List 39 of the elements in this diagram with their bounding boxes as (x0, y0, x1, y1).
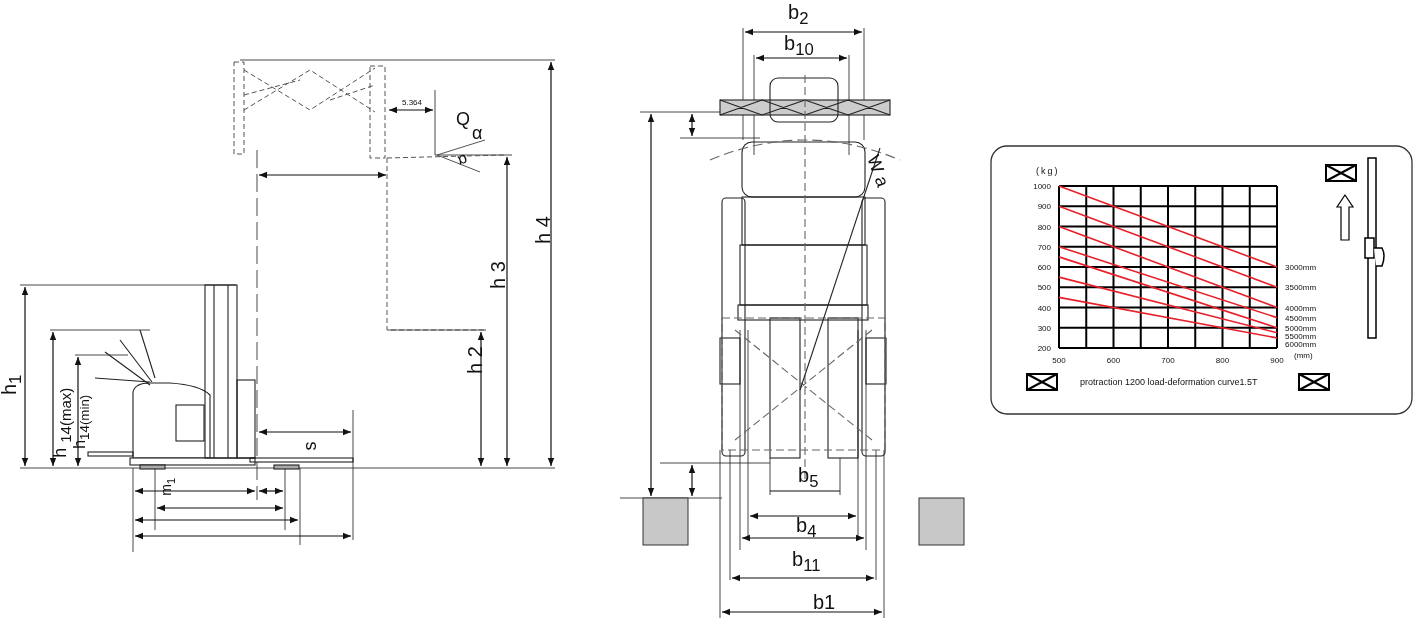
tick-label: 300 (1037, 323, 1051, 333)
dimension-label: b$_{4}$ (796, 515, 817, 541)
tick-label: 500 (1052, 356, 1066, 365)
series-label: 6000mm (1285, 339, 1317, 349)
tick-label: 400 (1037, 303, 1051, 313)
tick-label: 600 (1106, 356, 1121, 365)
dimension-label: b$_{11}$ (792, 549, 821, 575)
dimension-label: h 2 (464, 346, 485, 374)
series-label: 5500mm (1285, 331, 1317, 341)
series-label: 3500mm (1285, 283, 1317, 293)
dimension-label: h 3 (487, 261, 508, 289)
axis-label: (kg) (1036, 166, 1060, 176)
series-label: 4000mm (1285, 303, 1317, 313)
dimension-label: s (300, 441, 319, 451)
tick-label: 1000 (1033, 182, 1051, 191)
tick-label: 900 (1037, 202, 1051, 212)
tick-label: 700 (1037, 242, 1051, 252)
dimension-label: b1 (813, 592, 836, 612)
tick-label: 600 (1037, 263, 1051, 272)
dimension-label: α (472, 124, 483, 142)
axis-label: (mm) (1294, 351, 1313, 360)
tick-label: 700 (1161, 356, 1175, 365)
tick-label: 500 (1037, 283, 1051, 293)
dimension-label: 5.364 (402, 99, 423, 107)
chart-title: protraction 1200 load-deformation curve1.5T (1080, 377, 1258, 387)
tick-label: 800 (1037, 222, 1051, 232)
tick-label: 900 (1270, 356, 1284, 365)
series-label: 5000mm (1285, 323, 1317, 333)
dimension-label: α (455, 150, 470, 170)
dimension-label: b$_{5}$ (798, 465, 819, 491)
dimension-label: h 4 (532, 216, 553, 244)
dimension-label: b$_{2}$ (788, 2, 809, 28)
dimension-label: b$_{10}$ (784, 33, 814, 59)
series-label: 4500mm (1285, 313, 1317, 323)
dimension-label: W a (864, 152, 892, 190)
dimension-label: Q (456, 110, 470, 128)
series-label: 3000mm (1285, 263, 1317, 272)
tick-label: 800 (1215, 356, 1230, 365)
tick-label: 200 (1037, 344, 1051, 353)
